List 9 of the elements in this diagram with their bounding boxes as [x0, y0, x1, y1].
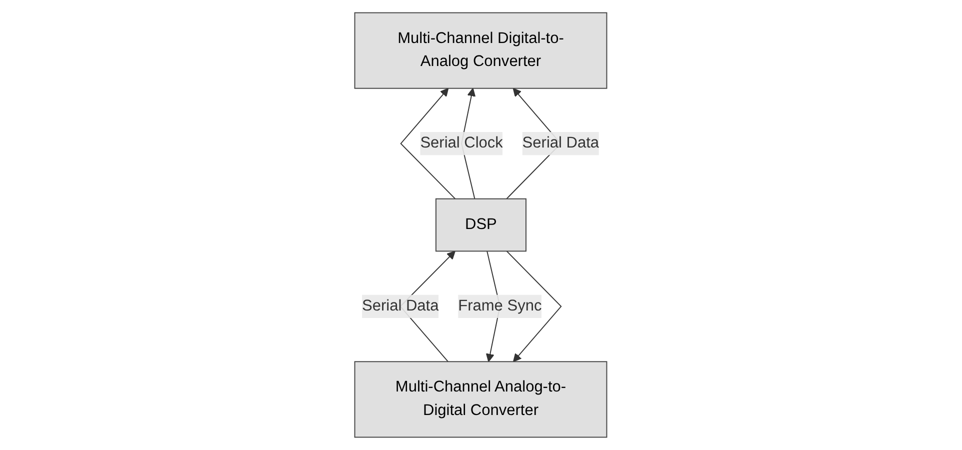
node-box: Multi-Channel Analog-to-Digital Converter [354, 361, 608, 438]
arrow [506, 250, 562, 362]
node-box: Multi-Channel Digital-to-Analog Converter [354, 12, 608, 89]
edge-label: Frame Sync [458, 298, 542, 314]
edge-label: Serial Data [522, 134, 600, 152]
edge-label: Serial Clock [420, 134, 504, 152]
edge-label: Serial Data [362, 298, 439, 314]
node-box: DSP [436, 198, 527, 252]
arrow [400, 88, 456, 200]
